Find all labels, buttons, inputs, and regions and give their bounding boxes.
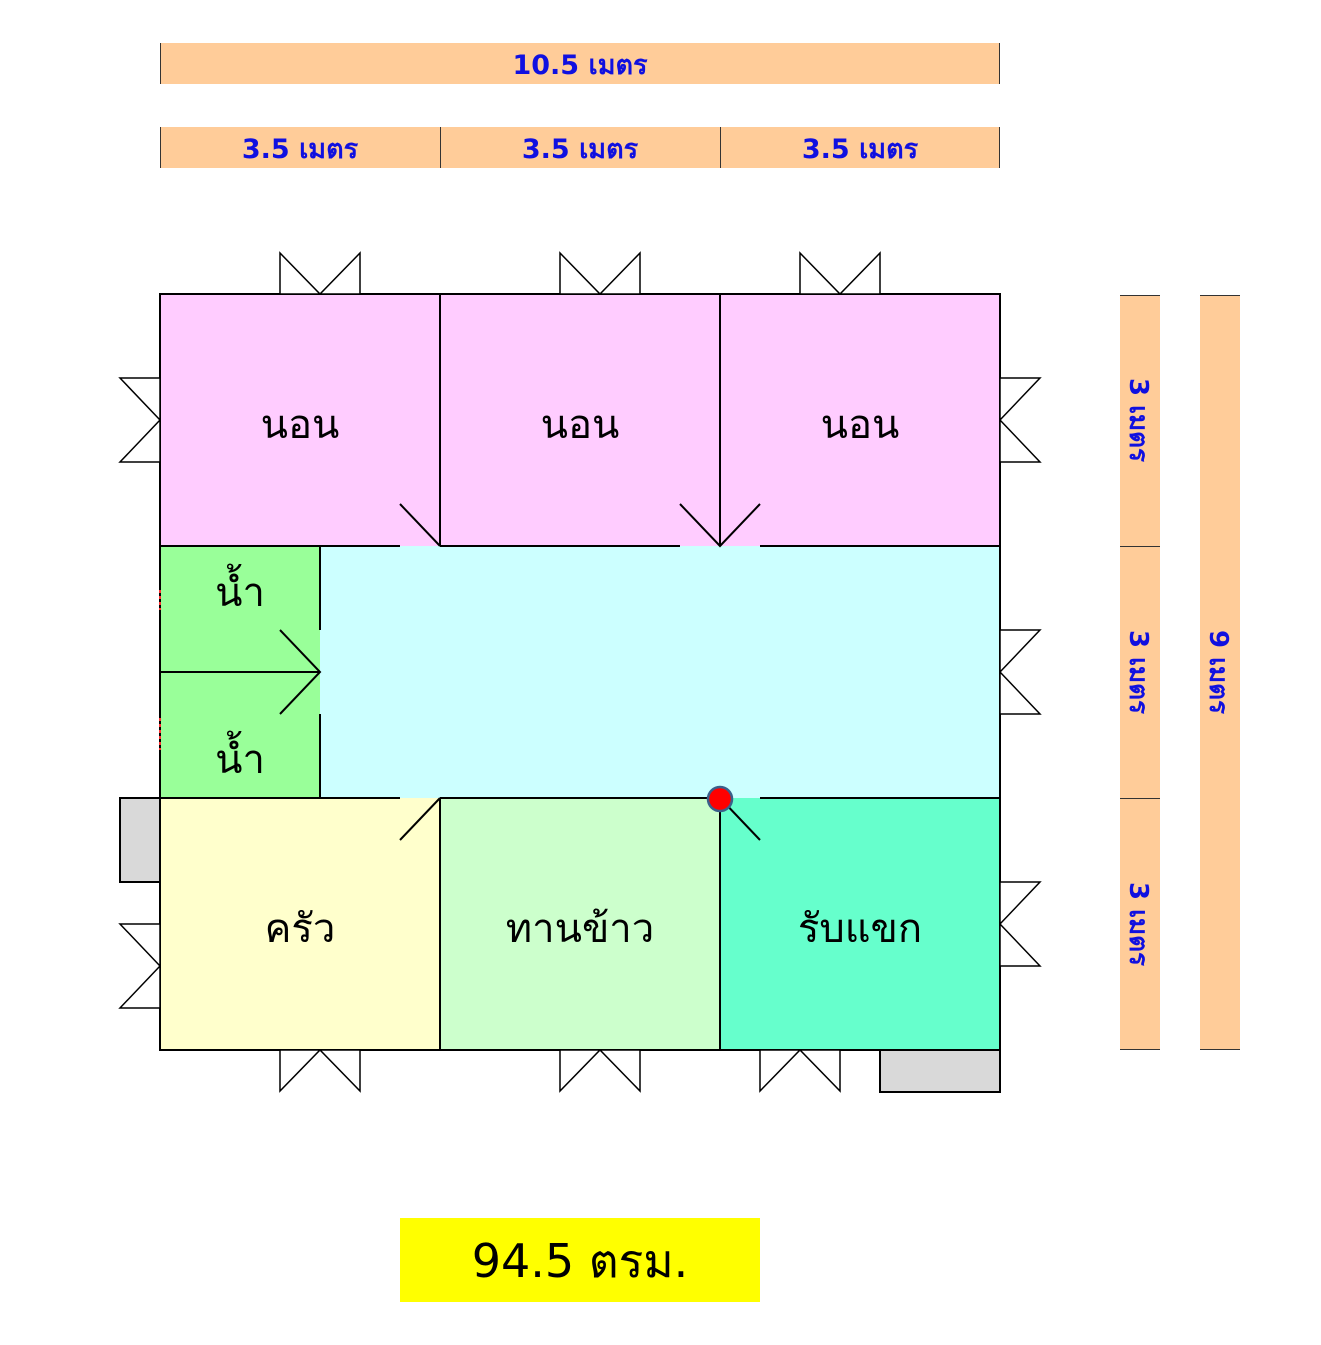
door-kitchen	[399, 797, 441, 841]
right-dimensions: 3 เมตร 3 เมตร 3 เมตร 9 เมตร	[1120, 295, 1240, 1050]
living-room-label: รับแขก	[798, 906, 922, 952]
window-bottom-2	[559, 1048, 641, 1093]
interior-doors	[279, 503, 761, 841]
windows	[118, 251, 1042, 1093]
door-bedroom-1	[399, 503, 441, 547]
window-top-2	[559, 251, 641, 296]
row-height-bar	[1120, 295, 1160, 1050]
door-bathrooms	[279, 629, 322, 715]
col1-width-label: 3.5 เมตร	[242, 134, 359, 165]
kitchen	[160, 798, 440, 1050]
annex-left	[119, 797, 161, 883]
bedroom-3-label: นอน	[821, 402, 900, 448]
window-bottom-3	[759, 1048, 841, 1093]
column-width-bar	[160, 127, 1000, 168]
bedroom-3	[720, 294, 1000, 546]
rooms	[160, 294, 1000, 1050]
total-area-label: 94.5 ตรม.	[472, 1234, 689, 1288]
bedroom-1-label: นอน	[261, 402, 340, 448]
total-depth-bar	[1200, 295, 1240, 1050]
bathroom-2	[160, 672, 320, 798]
row3-height-label: 3 เมตร	[1123, 882, 1153, 966]
bathroom-1-label: น้ำ	[215, 563, 265, 616]
bedroom-2	[440, 294, 720, 546]
window-right-2	[998, 629, 1042, 715]
hallway	[320, 546, 1000, 798]
top-dimensions: 10.5 เมตร 3.5 เมตร 3.5 เมตร 3.5 เมตร	[160, 43, 1000, 168]
location-marker	[706, 785, 734, 813]
col2-width-label: 3.5 เมตร	[522, 134, 639, 165]
kitchen-label: ครัว	[265, 906, 336, 952]
door-bedroom-2-3	[679, 503, 761, 548]
dining-room-label: ทานข้าว	[506, 906, 654, 952]
annex-bottom	[879, 1049, 1001, 1093]
total-width-bar	[160, 43, 1000, 84]
window-right-1	[998, 377, 1042, 463]
total-width-label: 10.5 เมตร	[512, 50, 648, 81]
row1-height-label: 3 เมตร	[1123, 378, 1153, 462]
window-left-1	[118, 377, 162, 463]
bathroom-2-label: น้ำ	[215, 730, 265, 783]
total-depth-label: 9 เมตร	[1203, 630, 1233, 714]
window-right-3	[998, 881, 1042, 967]
window-bottom-1	[279, 1048, 361, 1093]
bathroom-1	[160, 546, 320, 672]
area-box: 94.5 ตรม.	[400, 1218, 760, 1302]
window-left-2	[118, 923, 162, 1009]
bedroom-1	[160, 294, 440, 546]
window-top-1	[279, 251, 361, 296]
room-labels: นอน นอน นอน น้ำ น้ำ ครัว ทานข้าว รับแขก	[215, 402, 922, 952]
dining-room	[440, 798, 720, 1050]
col3-width-label: 3.5 เมตร	[802, 134, 919, 165]
row2-height-label: 3 เมตร	[1123, 630, 1153, 714]
living-room	[720, 798, 1000, 1050]
bedroom-2-label: นอน	[541, 402, 620, 448]
area-background	[400, 1218, 760, 1302]
window-top-3	[799, 251, 881, 296]
